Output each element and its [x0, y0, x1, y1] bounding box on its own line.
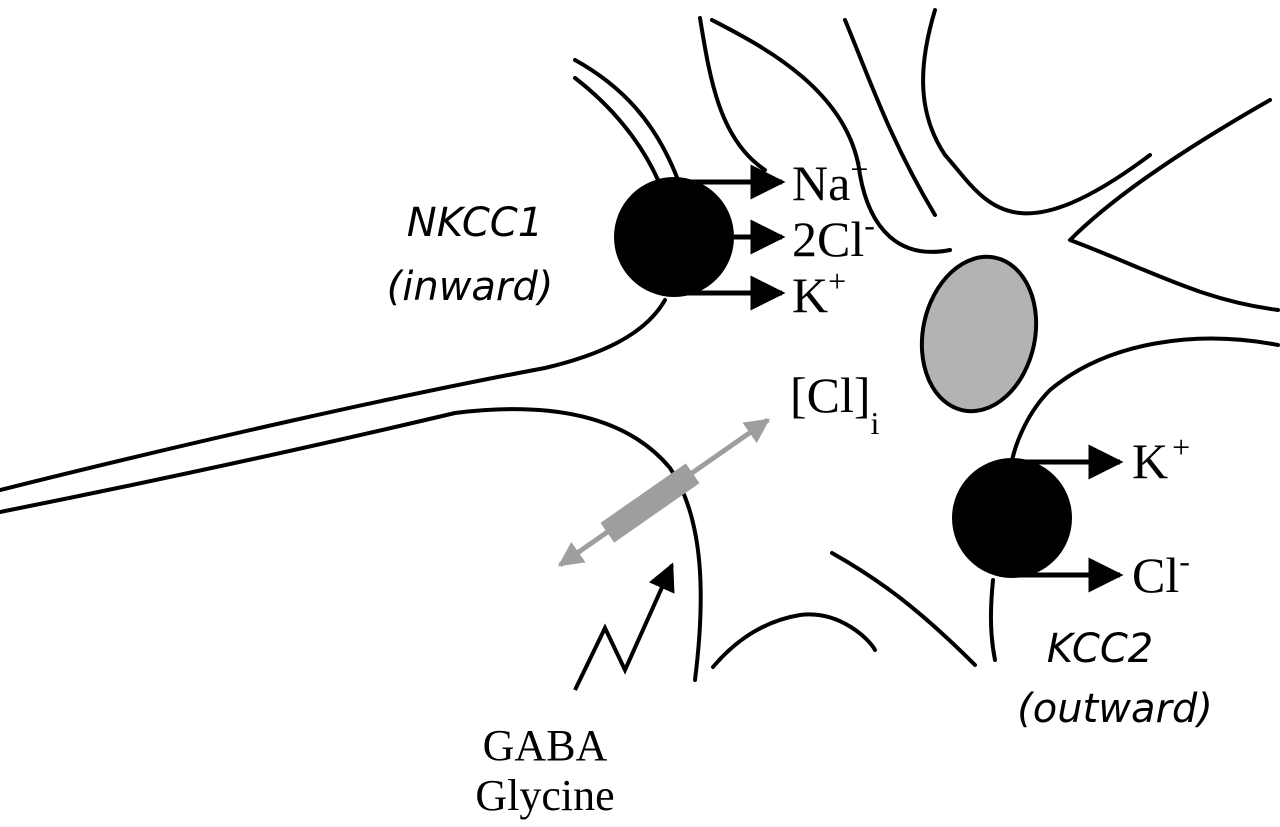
- dendrite-bottom-right: [830, 551, 977, 667]
- dendrite-top-loop-2: [710, 18, 952, 254]
- dendrite-top-mid: [843, 18, 937, 217]
- dendrite-right-lower: [1008, 336, 1280, 472]
- ligand-gaba: GABA: [483, 721, 608, 770]
- kcc2-label: KCC2: [1047, 626, 1153, 672]
- soma-bottom: [711, 612, 877, 669]
- nkcc1-direction: (inward): [387, 264, 554, 310]
- gaba-receptor-channel: [600, 463, 700, 543]
- nkcc1-ion-cl: 2Cl-: [792, 207, 875, 267]
- axon-upper: [0, 298, 667, 492]
- soma-bottom-right: [988, 578, 997, 662]
- dendrite-top-left-outer: [573, 58, 680, 182]
- neuron-outline: [0, 8, 1280, 682]
- kcc2-ion-cl: Cl-: [1132, 543, 1190, 603]
- axon-lower: [0, 407, 703, 682]
- kcc2-ion-k: K+: [1132, 429, 1190, 489]
- dendrite-top-loop-1: [698, 16, 767, 172]
- ligand-glycine: Glycine: [475, 771, 614, 820]
- nkcc1-label: NKCC1: [407, 200, 543, 246]
- nkcc1-arrows: [674, 164, 786, 311]
- dendrite-right-upper: [1068, 98, 1280, 312]
- nkcc1-ion-na: Na+: [792, 151, 868, 211]
- kcc2-direction: (outward): [1017, 686, 1213, 732]
- dendrite-top-left-inner: [573, 76, 660, 182]
- nkcc1-transporter: [614, 177, 734, 297]
- kcc2-arrows: [1012, 444, 1124, 593]
- kcc2-transporter: [952, 458, 1072, 578]
- ligand-activation-arrow: [573, 562, 675, 691]
- intracellular-chloride-label: [Cl]i: [790, 367, 880, 441]
- nucleus: [919, 254, 1039, 414]
- dendrite-top-right: [921, 8, 1152, 216]
- nkcc1-ion-k: K+: [792, 263, 846, 323]
